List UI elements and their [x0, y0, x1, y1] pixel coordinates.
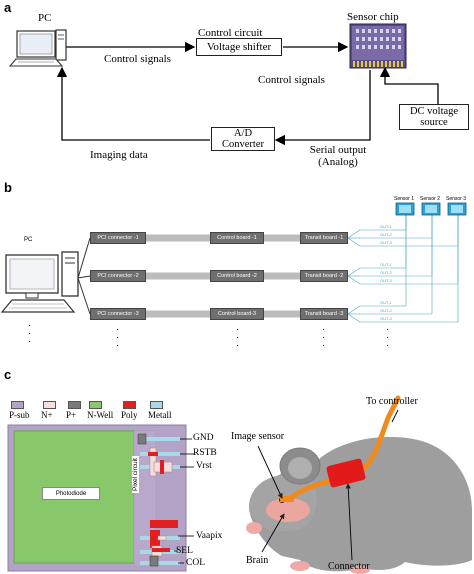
- signal-label: RSTB: [193, 448, 217, 458]
- transit-board-2: Transit board -2: [300, 270, 348, 282]
- signal-label: GND: [193, 433, 214, 443]
- pci-connector-1: PCI connector -1: [90, 232, 146, 244]
- voltage-shifter-label: Voltage shifter: [206, 40, 272, 53]
- control-board-label: Control board -1: [217, 235, 257, 241]
- transit-board-label: Transit board -3: [304, 311, 344, 317]
- legend-label: P+: [66, 410, 77, 420]
- voltage-shifter-box: Voltage shifter: [196, 38, 282, 56]
- out-label: OUT-1: [380, 300, 392, 305]
- sensor-chip-label: Sensor chip: [347, 11, 399, 23]
- control-circuit-label: Control circuit: [198, 27, 263, 39]
- legend-swatch: [43, 401, 56, 409]
- transit-board-label: Transit board -1: [304, 235, 344, 241]
- out-label: OUT-3: [380, 316, 392, 321]
- sensor-label-2: Sensor 2: [420, 196, 441, 202]
- pc-ellipsis: ···: [28, 320, 32, 347]
- legend-swatch: [123, 401, 136, 409]
- control-signals-label-2: Control signals: [258, 74, 325, 86]
- control-board-1: Control board -1: [210, 232, 264, 244]
- legend-label: Metall: [148, 410, 172, 420]
- signal-label: Vaapix: [196, 531, 223, 541]
- ad-converter-label: A/D Converter: [222, 128, 264, 150]
- brain-label: Brain: [246, 555, 269, 566]
- out-label: OUT-3: [380, 278, 392, 283]
- transit-board-3: Transit board -3: [300, 308, 348, 320]
- column-ellipsis: ···: [386, 324, 390, 351]
- panel-c-letter: c: [4, 367, 12, 382]
- pci-connector-2: PCI connector -2: [90, 270, 146, 282]
- sensor-label-1: Sensor 1: [394, 196, 415, 202]
- legend-swatch: [89, 401, 102, 409]
- to-controller-label: To controller: [366, 396, 418, 407]
- panel-b-pc-label: PC: [24, 237, 33, 243]
- pci-connector-label: PCI connector -3: [97, 311, 139, 317]
- connector-label: Connector: [328, 561, 370, 572]
- panel-a-letter: a: [4, 0, 12, 15]
- control-board-label: Control board -2: [217, 273, 257, 279]
- out-label: OUT-3: [380, 240, 392, 245]
- legend-label: N+: [41, 410, 53, 420]
- image-sensor-label: Image sensor: [231, 431, 285, 442]
- control-board-3: Control board-3: [210, 308, 264, 320]
- imaging-data-label: Imaging data: [90, 149, 148, 161]
- signal-label: Vrst: [196, 461, 212, 471]
- serial-output-label: Serial output (Analog): [309, 144, 367, 168]
- dc-voltage-source-label: DC voltage source: [409, 106, 459, 128]
- legend-label: Poly: [121, 410, 138, 420]
- out-label: OUT-2: [380, 270, 392, 275]
- out-label: OUT-1: [380, 224, 392, 229]
- out-label: OUT-1: [380, 262, 392, 267]
- pci-connector-3: PCI connector -3: [90, 308, 146, 320]
- transit-board-1: Transit board -1: [300, 232, 348, 244]
- legend-label: N-Well: [87, 410, 114, 420]
- control-board-label: Control board-3: [217, 311, 257, 317]
- transit-board-label: Transit board -2: [304, 273, 344, 279]
- column-ellipsis: ···: [116, 324, 120, 351]
- signal-label: COL: [186, 558, 205, 568]
- panel-b-letter: b: [4, 180, 12, 195]
- ad-converter-box: A/D Converter: [211, 127, 275, 151]
- dc-voltage-source-box: DC voltage source: [399, 104, 469, 130]
- control-board-2: Control board -2: [210, 270, 264, 282]
- legend-label: P-sub: [9, 410, 30, 420]
- sensor-label-3: Sensor 3: [446, 196, 467, 202]
- legend-swatch: [150, 401, 163, 409]
- control-signals-label-1: Control signals: [104, 53, 171, 65]
- pci-connector-label: PCI connector -2: [97, 273, 139, 279]
- panel-a-pc-label: PC: [38, 12, 52, 24]
- legend-swatch: [68, 401, 81, 409]
- photodiode-label: Photodiode: [42, 487, 100, 500]
- pci-connector-label: PCI connector -1: [97, 235, 139, 241]
- column-ellipsis: ···: [322, 324, 326, 351]
- signal-label: SEL: [176, 546, 193, 556]
- out-label: OUT-2: [380, 308, 392, 313]
- out-label: OUT-2: [380, 232, 392, 237]
- column-ellipsis: ···: [236, 324, 240, 351]
- legend-swatch: [11, 401, 24, 409]
